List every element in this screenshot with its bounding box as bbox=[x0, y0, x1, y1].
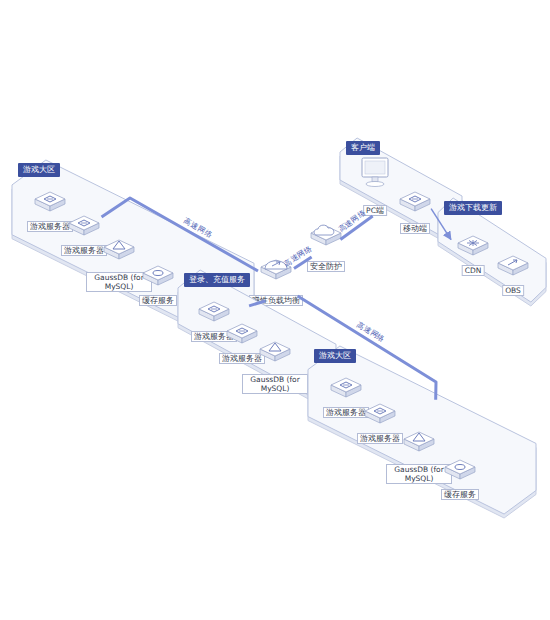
tile-top bbox=[227, 324, 257, 338]
tile-top bbox=[400, 192, 430, 206]
group-tab: 游戏下载更新 bbox=[444, 201, 502, 215]
group-tab: 游戏大区 bbox=[18, 163, 60, 177]
node-label: 游戏服务器 bbox=[27, 221, 73, 232]
service-node: GaussDB (for MySQL) bbox=[244, 338, 306, 394]
server-glyph bbox=[236, 328, 248, 334]
cache-glyph bbox=[153, 271, 163, 276]
service-node: 缓存服务 bbox=[432, 456, 488, 500]
service-icon bbox=[197, 298, 231, 326]
server-glyph bbox=[44, 196, 56, 202]
service-node: GaussDB (for MySQL) bbox=[88, 236, 150, 292]
db-glyph bbox=[413, 433, 425, 441]
node-label: 游戏服务器 bbox=[357, 433, 403, 444]
network-link bbox=[298, 296, 436, 400]
band-outline bbox=[308, 346, 536, 514]
band-shape bbox=[308, 346, 536, 514]
service-icon bbox=[141, 262, 175, 290]
node-label: 缓存服务 bbox=[441, 489, 479, 500]
server-glyph-line bbox=[343, 385, 349, 386]
service-icon bbox=[456, 232, 490, 260]
tile-top bbox=[104, 240, 134, 254]
network-link bbox=[102, 198, 258, 271]
node-label: 安全防护 bbox=[307, 261, 345, 272]
service-icon bbox=[33, 188, 67, 216]
service-node: 游戏服务器 bbox=[214, 320, 270, 364]
service-icon bbox=[358, 158, 392, 186]
node-label: CDN bbox=[462, 265, 485, 276]
node-label: 游戏服务器 bbox=[323, 407, 369, 418]
service-icon bbox=[363, 400, 397, 428]
service-node: GaussDB (for MySQL) bbox=[388, 428, 450, 484]
network-link bbox=[249, 301, 265, 306]
link-label: 高速网络 bbox=[336, 208, 367, 234]
server-glyph bbox=[340, 382, 352, 388]
tile-top bbox=[69, 216, 99, 230]
tile-top bbox=[199, 302, 229, 316]
group-tab: 客户端 bbox=[346, 141, 380, 155]
tile-top bbox=[365, 404, 395, 418]
server-glyph bbox=[208, 306, 220, 312]
service-icon bbox=[67, 212, 101, 240]
tile-top bbox=[445, 460, 475, 474]
server-glyph-line bbox=[239, 331, 245, 332]
node-label: GaussDB (for MySQL) bbox=[242, 374, 308, 394]
server-glyph-line bbox=[412, 199, 418, 200]
db-glyph bbox=[113, 241, 125, 249]
server-glyph bbox=[374, 408, 386, 414]
service-icon bbox=[402, 428, 436, 456]
node-label: 游戏服务器 bbox=[61, 245, 107, 256]
link-label: 高速网络 bbox=[355, 320, 387, 345]
server-glyph-line bbox=[377, 411, 383, 412]
node-label: 移动端 bbox=[400, 223, 430, 234]
group-band: 游戏大区游戏服务器游戏服务器GaussDB (for MySQL)缓存服务 bbox=[308, 346, 536, 514]
tile-top bbox=[404, 432, 434, 446]
network-link bbox=[431, 209, 451, 240]
band-outline bbox=[438, 198, 546, 302]
db-glyph bbox=[269, 343, 281, 351]
server-glyph-line bbox=[81, 223, 87, 224]
cloud-glyph bbox=[314, 225, 334, 235]
monitor-screen bbox=[362, 158, 388, 177]
service-node: 游戏服务器 bbox=[352, 400, 408, 444]
service-node: 移动端 bbox=[392, 188, 438, 234]
server-glyph-line bbox=[211, 309, 217, 310]
node-label: GaussDB (for MySQL) bbox=[386, 464, 452, 484]
service-icon bbox=[102, 236, 136, 264]
service-icon bbox=[258, 338, 292, 366]
server-glyph-line bbox=[47, 199, 53, 200]
tile-top bbox=[331, 378, 361, 392]
node-label: OBS bbox=[502, 285, 524, 296]
monitor-base bbox=[366, 182, 384, 187]
cache-glyph bbox=[455, 465, 465, 470]
service-icon bbox=[443, 456, 477, 484]
tile-top bbox=[260, 342, 290, 356]
node-label: GaussDB (for MySQL) bbox=[86, 272, 152, 292]
group-band: 游戏下载更新 CDN OBS bbox=[438, 198, 546, 302]
service-icon bbox=[398, 188, 432, 216]
tile-top bbox=[35, 192, 65, 206]
service-node: PC端 bbox=[352, 158, 398, 216]
service-node: OBS bbox=[492, 252, 534, 296]
obs-glyph bbox=[508, 260, 517, 265]
group-tab: 游戏大区 bbox=[314, 349, 356, 363]
service-icon bbox=[225, 320, 259, 348]
node-label: 缓存服务 bbox=[139, 295, 177, 306]
band-outline bbox=[12, 160, 254, 338]
tile-top bbox=[498, 256, 528, 270]
tile-top bbox=[143, 266, 173, 280]
service-icon bbox=[329, 374, 363, 402]
monitor-inner bbox=[365, 161, 385, 174]
server-glyph bbox=[409, 196, 421, 202]
service-icon bbox=[496, 252, 530, 280]
lb-glyph bbox=[272, 262, 280, 266]
tile-top bbox=[458, 236, 488, 250]
service-node: 游戏服务器 bbox=[56, 212, 112, 256]
service-node: CDN bbox=[452, 232, 494, 276]
cdn-glyph bbox=[467, 240, 479, 246]
group-tab: 登录、充值服务 bbox=[184, 273, 250, 287]
node-label: 游戏服务器 bbox=[219, 353, 265, 364]
server-glyph bbox=[78, 220, 90, 226]
